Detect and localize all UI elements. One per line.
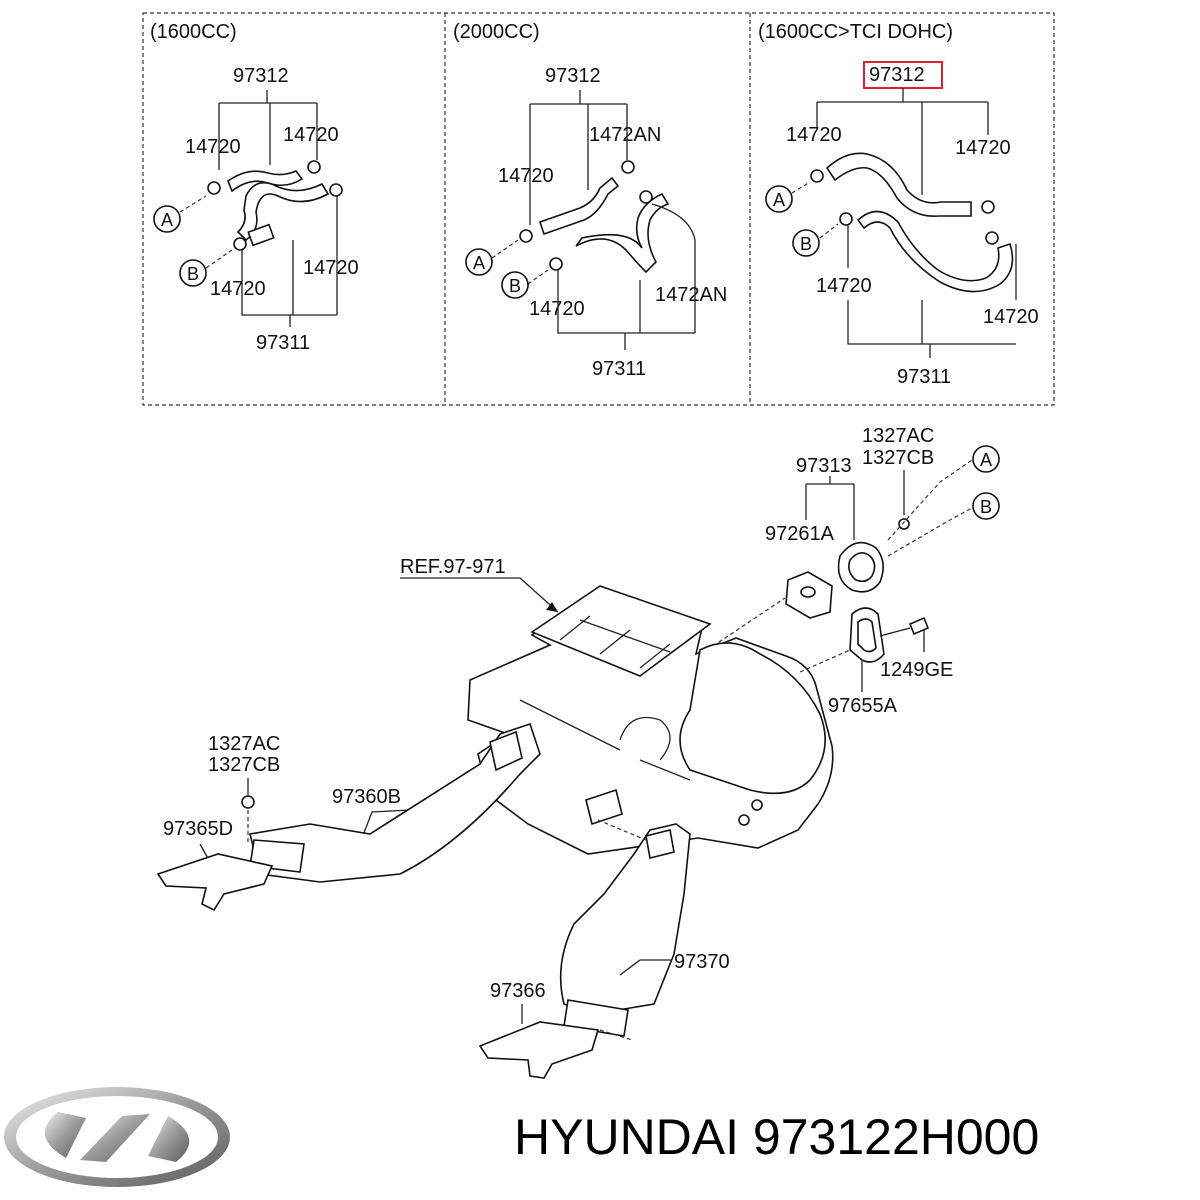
panel-header: (1600CC>TCI DOHC) xyxy=(758,21,953,43)
part-label-14720: 14720 xyxy=(283,124,339,146)
part-label-97366: 97366 xyxy=(490,980,546,1002)
part-label-97311: 97311 xyxy=(897,366,951,388)
hyundai-logo-icon xyxy=(4,1087,230,1187)
part-label-14720: 14720 xyxy=(786,124,842,146)
part-label-97360b: 97360B xyxy=(332,786,401,808)
part-label-14720: 14720 xyxy=(816,275,872,297)
circle-b-label: B xyxy=(800,234,812,254)
part-label-1472an: 1472AN xyxy=(655,284,727,306)
brand-part-number: HYUNDAI 973122H000 xyxy=(514,1109,1040,1165)
circle-b-label: B xyxy=(509,276,521,296)
part-label-1249ge: 1249GE xyxy=(880,659,953,681)
circle-b-label: B xyxy=(980,497,992,517)
part-label-97312: 97312 xyxy=(233,65,289,87)
part-label-1472an: 1472AN xyxy=(589,124,661,146)
part-label-14720: 14720 xyxy=(955,137,1011,159)
part-label-97365d: 97365D xyxy=(163,818,233,840)
part-label-97311: 97311 xyxy=(256,332,310,354)
circle-b-label: B xyxy=(187,264,199,284)
part-label-14720: 14720 xyxy=(303,257,359,279)
panel-header: (2000CC) xyxy=(453,21,540,43)
part-label-14720: 14720 xyxy=(498,165,554,187)
circle-a-label: A xyxy=(161,210,173,230)
part-label-97370: 97370 xyxy=(674,951,730,973)
circle-a-label: A xyxy=(980,450,992,470)
part-label-97312: 97312 xyxy=(545,65,601,87)
panel-1600cc-tci-dohc: (1600CC>TCI DOHC) 97312 14720 14720 A B … xyxy=(758,21,1039,388)
part-label-1327cb: 1327CB xyxy=(208,754,280,776)
circle-a-label: A xyxy=(773,190,785,210)
main-assembly: 1327AC 1327CB 97313 A B 97261A REF.97-97… xyxy=(156,425,1000,1079)
panel-1600cc: (1600CC) 97312 14720 14720 A B 14720 147… xyxy=(150,21,359,354)
circle-a-label: A xyxy=(473,253,485,273)
part-label-97261a: 97261A xyxy=(765,523,835,545)
part-label-14720: 14720 xyxy=(529,298,585,320)
panel-header: (1600CC) xyxy=(150,21,237,43)
part-label-97313: 97313 xyxy=(796,455,852,477)
variant-panels xyxy=(142,12,1055,406)
panel-2000cc: (2000CC) 97312 1472AN 14720 A B 1472AN 1… xyxy=(453,21,727,380)
part-label-14720: 14720 xyxy=(983,306,1039,328)
part-label-1327ac: 1327AC xyxy=(208,733,280,755)
part-label-14720: 14720 xyxy=(185,136,241,158)
ref-label: REF.97-971 xyxy=(400,556,506,578)
part-label-97312-highlighted: 97312 xyxy=(869,64,925,86)
part-label-1327ac: 1327AC xyxy=(862,425,934,447)
part-label-14720: 14720 xyxy=(210,278,266,300)
part-label-1327cb: 1327CB xyxy=(862,447,934,469)
part-label-97655a: 97655A xyxy=(828,695,898,717)
part-label-97311: 97311 xyxy=(592,358,646,380)
